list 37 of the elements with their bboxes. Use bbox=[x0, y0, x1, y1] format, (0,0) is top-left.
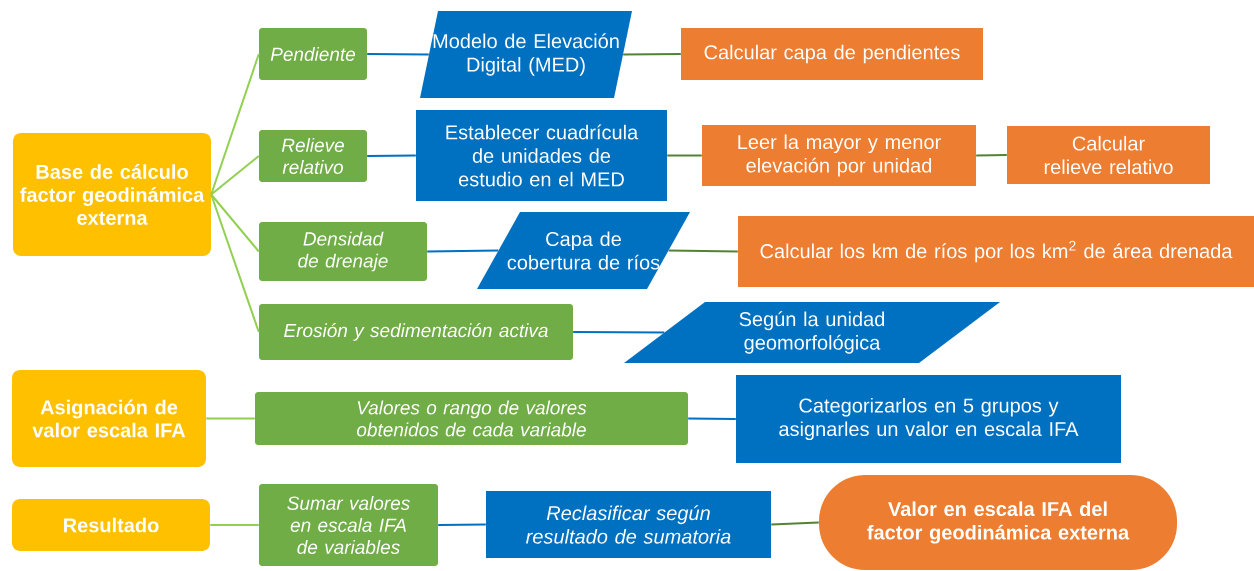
process-box: Calcular relieve relativo bbox=[1007, 126, 1210, 184]
variable-box: Valores o rango de valores obtenidos de cada variable bbox=[255, 392, 688, 445]
result-box: Valor en escala IFA del factor geodinámica externa bbox=[819, 475, 1177, 570]
data-box: Establecer cuadrícula de unidades de estudio en el MED bbox=[416, 110, 667, 201]
variable-box: Sumar valores en escala IFA de variables bbox=[259, 484, 438, 566]
data-parallelogram: Según la unidad geomorfológica bbox=[624, 302, 1000, 363]
connector-line bbox=[210, 193, 260, 333]
variable-box: Pendiente bbox=[259, 28, 367, 80]
connector-line bbox=[210, 53, 260, 196]
connector-line bbox=[205, 417, 256, 420]
process-box: Leer la mayor y menor elevación por unidad bbox=[702, 125, 976, 186]
connector-line bbox=[437, 523, 487, 526]
data-parallelogram: Modelo de Elevación Digital (MED) bbox=[420, 11, 632, 98]
connector-line bbox=[975, 154, 1008, 157]
data-parallelogram: Capa de cobertura de ríos bbox=[477, 212, 690, 289]
connector-line bbox=[366, 53, 430, 56]
connector-line bbox=[572, 331, 666, 334]
variable-box: Relieve relativo bbox=[259, 130, 367, 182]
connector-line bbox=[687, 417, 737, 420]
connector-line bbox=[622, 53, 682, 56]
process-box: Calcular los km de ríos por los km$^{2}$ de área drenada bbox=[738, 216, 1254, 287]
category-box: Resultado bbox=[12, 499, 210, 551]
connector-line bbox=[210, 193, 260, 253]
process-box: Calcular capa de pendientes bbox=[681, 28, 983, 80]
connector-line bbox=[667, 249, 739, 253]
variable-box: Densidad de drenaje bbox=[259, 222, 427, 281]
connector-line bbox=[770, 521, 820, 526]
connector-line bbox=[209, 524, 260, 526]
category-box: Base de cálculo factor geodinámica externa bbox=[13, 133, 211, 256]
connector-line bbox=[210, 155, 260, 196]
connector-line bbox=[666, 154, 703, 157]
category-box: Asignación de valor escala IFA bbox=[12, 370, 206, 467]
variable-box: Erosión y sedimentación activa bbox=[259, 304, 573, 360]
connector-line bbox=[426, 249, 500, 253]
data-box: Categorizarlos en 5 grupos y asignarles un valor en escala IFA bbox=[736, 375, 1121, 463]
data-box: Reclasificar según resultado de sumatoria bbox=[486, 491, 771, 558]
connector-line bbox=[366, 154, 417, 157]
